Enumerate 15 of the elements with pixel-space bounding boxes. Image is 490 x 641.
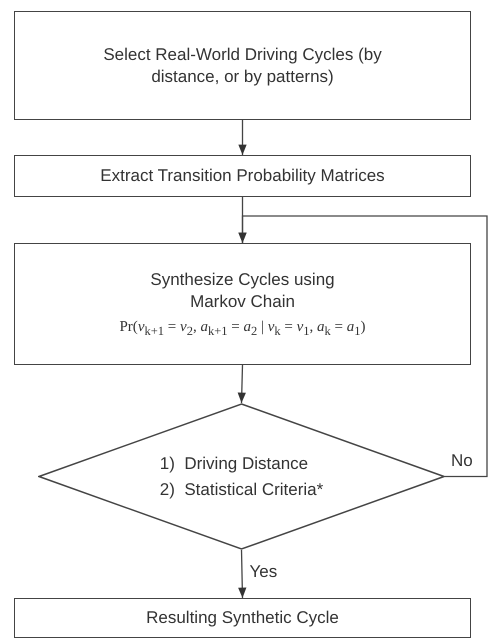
process-box <box>14 598 471 638</box>
process-box <box>14 11 471 120</box>
criterion-text: 2) Statistical Criteria* <box>160 478 324 500</box>
process-box <box>14 155 471 197</box>
formula-text: Pr(v$_{k+1}$ = v$_{2}$, a$_{k+1}$ = a$_{2}$ | v$_{k}$ = v$_{1}$, a$_{k}$ = a$_{1}$) <box>119 319 366 339</box>
step-text: Extract Transition Probability Matrices <box>99 165 386 187</box>
arrow <box>238 215 488 478</box>
arrow <box>238 364 246 404</box>
step-text: Synthesize Cycles using Markov Chain <box>149 269 336 313</box>
step-text: Resulting Synthetic Cycle <box>145 607 340 629</box>
step-text: Select Real-World Driving Cycles (by distance, or by patterns) <box>102 44 383 88</box>
process-box <box>14 243 471 365</box>
criterion-text: 1) Driving Distance <box>160 452 310 474</box>
arrow <box>238 550 246 598</box>
arrow <box>238 120 247 155</box>
